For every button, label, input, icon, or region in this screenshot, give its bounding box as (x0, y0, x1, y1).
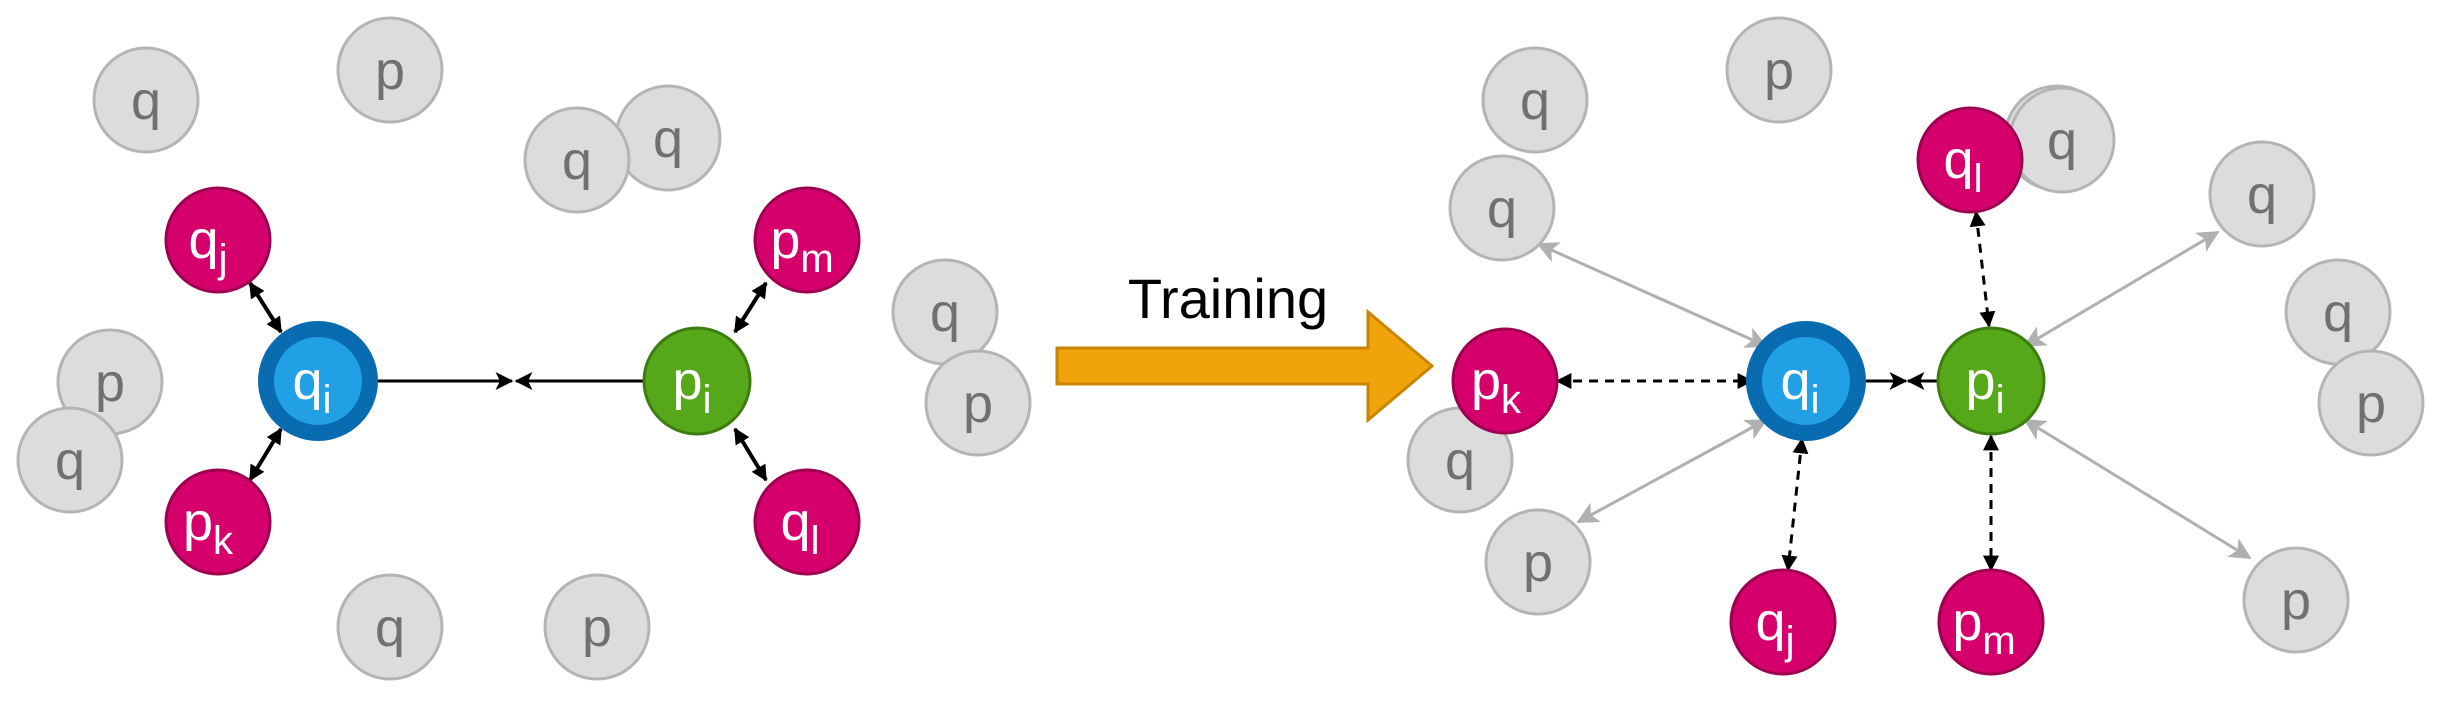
training-label: Training (1128, 267, 1328, 330)
svg-text:q: q (2047, 111, 2077, 171)
after-panel: q p q q q q q p p p pk (1406, 16, 2425, 676)
svg-text:p: p (1764, 41, 1794, 101)
after-repulsion-links (1536, 230, 2252, 560)
after-neighbor-pk: pk (1451, 327, 1559, 435)
svg-text:q: q (930, 283, 960, 343)
svg-text:p: p (963, 374, 993, 434)
svg-text:qi: qi (1781, 351, 1820, 422)
after-neighbor-pm: pm (1937, 568, 2045, 676)
background-node: q (1448, 154, 1556, 262)
background-node: q (2284, 258, 2392, 366)
background-node: p (336, 16, 444, 124)
svg-text:qi: qi (293, 351, 332, 422)
svg-text:q: q (131, 71, 161, 131)
svg-text:q: q (653, 109, 683, 169)
before-neighbor-ql: ql (753, 468, 861, 576)
before-panel: q p q q p q q p q p qj (16, 16, 1032, 681)
svg-text:q: q (2323, 283, 2353, 343)
svg-text:q: q (1520, 71, 1550, 131)
link-pi-pm (733, 281, 768, 334)
svg-text:q: q (55, 431, 85, 491)
before-neighbor-pk: pk (164, 468, 272, 576)
svg-text:pk: pk (1471, 351, 1522, 422)
svg-text:pi: pi (1966, 351, 2005, 422)
repel-qi-q (1536, 242, 1768, 348)
dash-ql-pi (1969, 210, 1996, 328)
before-neighbor-pm: pm (753, 186, 861, 294)
after-anchor-query: qi (1746, 321, 1866, 441)
svg-text:p: p (2281, 571, 2311, 631)
after-neighbor-qj: qj (1729, 568, 1837, 676)
background-node: p (924, 349, 1032, 457)
background-node: q (523, 106, 631, 214)
repel-pi-q (2023, 230, 2220, 348)
training-arrow-shape (1055, 308, 1435, 424)
background-node: q (891, 258, 999, 366)
background-node: p (2317, 349, 2425, 457)
background-node: q (16, 406, 124, 514)
svg-text:q: q (375, 598, 405, 658)
background-node: p (1484, 508, 1592, 616)
dash-qi-qj (1781, 437, 1809, 572)
svg-text:p: p (2356, 374, 2386, 434)
before-neighbor-links (248, 281, 768, 482)
svg-text:p: p (95, 353, 125, 413)
svg-text:pk: pk (183, 492, 234, 563)
before-background-nodes: q p q q p q q p q p (16, 16, 1032, 681)
background-node: p (543, 573, 651, 681)
svg-text:pi: pi (673, 351, 712, 422)
background-node: p (2242, 546, 2350, 654)
svg-text:ql: ql (781, 492, 820, 563)
training-arrow: Training (1055, 267, 1435, 424)
before-anchor-query: qi (258, 321, 378, 441)
after-anchor-passage: pi (1936, 326, 2046, 436)
before-anchor-passage: pi (642, 326, 752, 436)
link-qi-pk (248, 427, 283, 482)
repel-qi-p (1576, 418, 1768, 524)
link-qi-qj (248, 281, 283, 334)
svg-text:q: q (1487, 179, 1517, 239)
svg-text:pm: pm (770, 210, 833, 281)
after-neighbor-ql: ql (1916, 106, 2024, 214)
svg-text:q: q (562, 131, 592, 191)
after-background-nodes: q p q q q q q p p p (1406, 16, 2425, 654)
svg-text:q: q (1445, 431, 1475, 491)
svg-text:p: p (1523, 533, 1553, 593)
background-node: q (1406, 406, 1514, 514)
svg-text:ql: ql (1944, 130, 1983, 201)
background-node: p (1725, 16, 1833, 124)
background-node: q (2208, 140, 2316, 248)
background-node: q (1481, 46, 1589, 154)
link-pi-ql (733, 427, 768, 482)
before-neighbor-qj: qj (164, 186, 272, 294)
svg-text:qj: qj (1756, 592, 1795, 663)
repel-pi-p (2023, 418, 2252, 560)
svg-text:pm: pm (1952, 592, 2015, 663)
background-node: q (2047, 111, 2077, 171)
svg-text:q: q (2247, 165, 2277, 225)
svg-text:p: p (375, 41, 405, 101)
after-neighbor-links (1555, 210, 1999, 572)
svg-text:p: p (582, 598, 612, 658)
svg-text:qj: qj (189, 210, 228, 281)
background-node: q (92, 46, 200, 154)
background-node: q (614, 84, 722, 192)
background-node: q (336, 573, 444, 681)
